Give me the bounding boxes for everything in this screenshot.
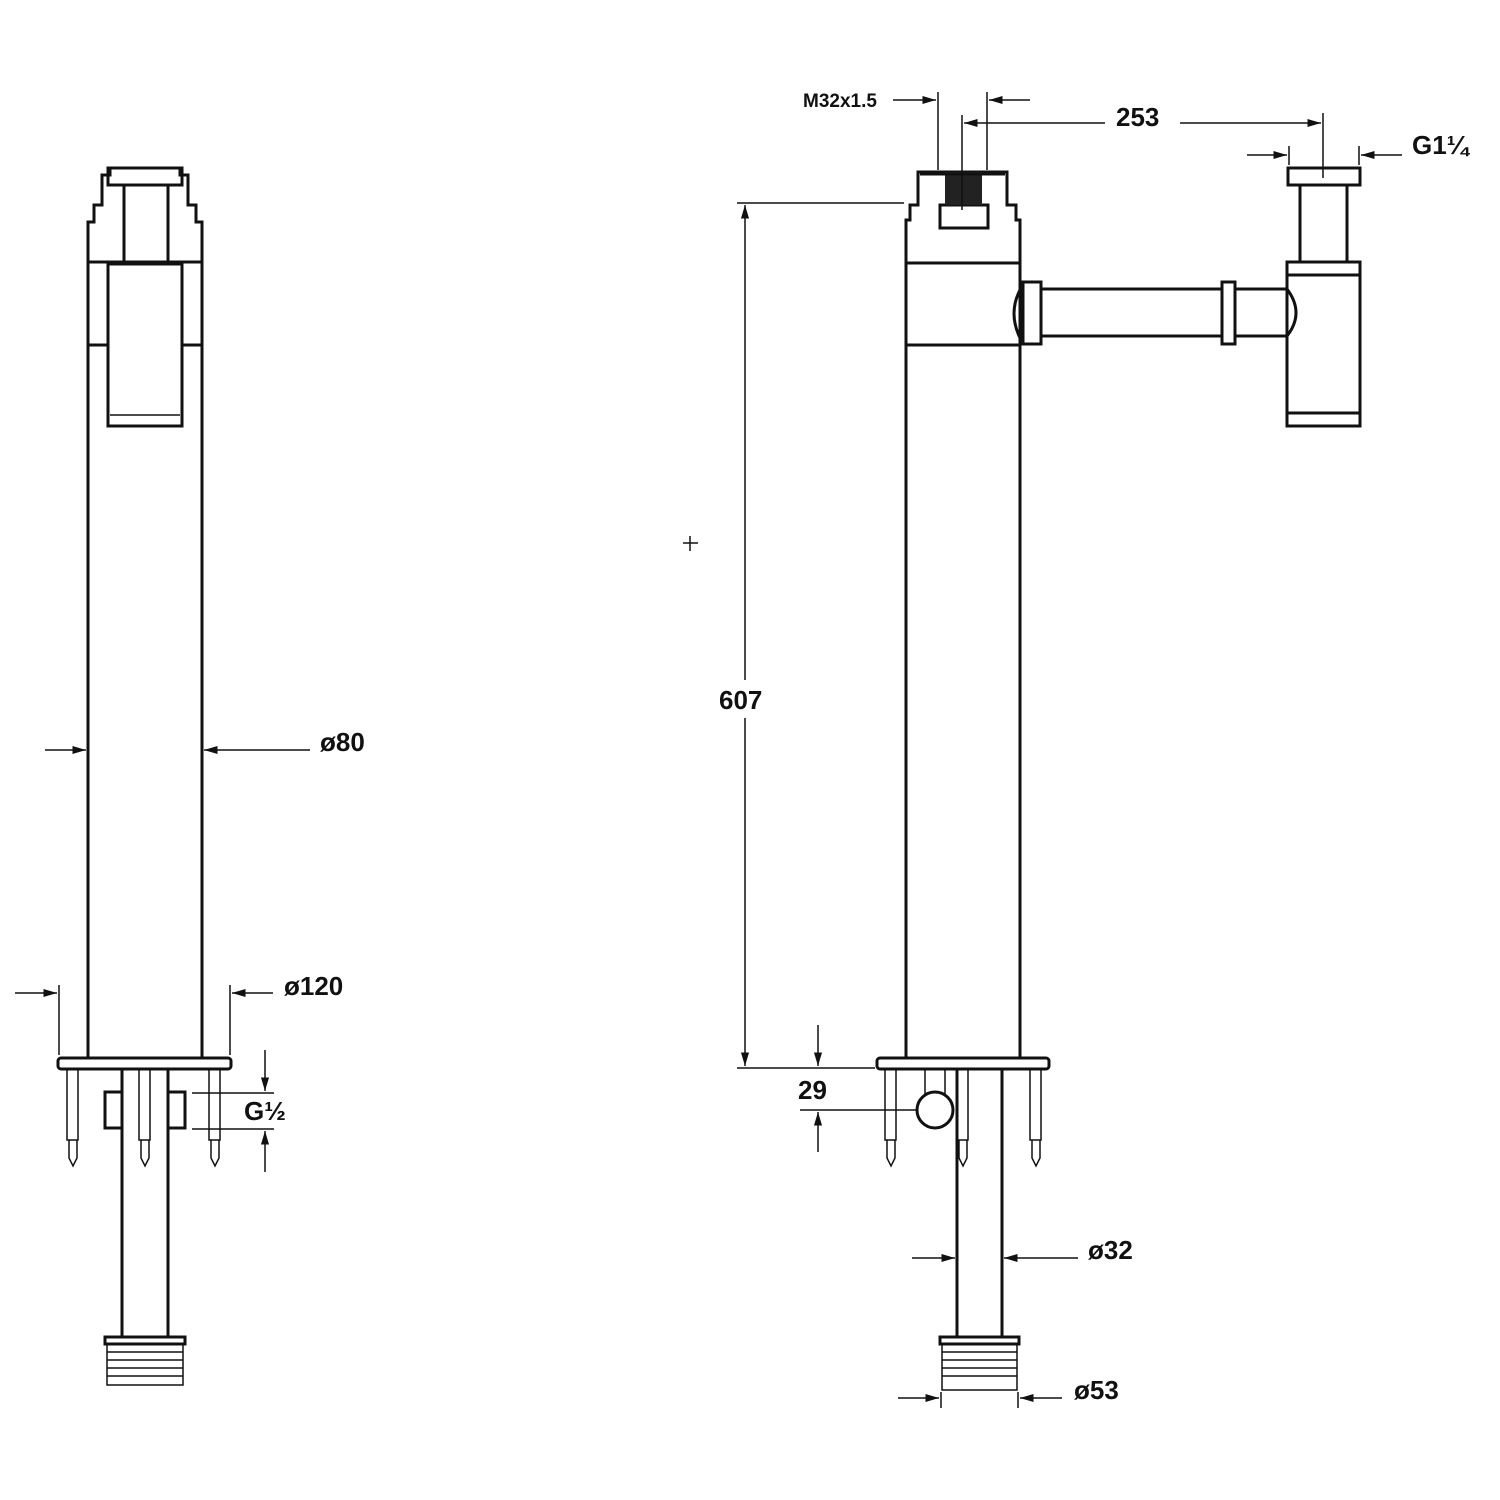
nut-left	[103, 1090, 124, 1130]
thread-collar	[103, 1335, 187, 1346]
thread-lines	[106, 1343, 184, 1386]
thread-outlet	[945, 172, 982, 205]
waste-pipe	[120, 1067, 170, 1339]
trap-body	[1285, 260, 1362, 428]
trap-cap	[1286, 166, 1362, 187]
body-column	[904, 343, 1022, 1060]
tail-pieces	[66, 1069, 221, 1168]
dim-body-diameter: ø80	[320, 727, 365, 757]
dim-inlet-thread: G½	[244, 1096, 286, 1126]
dim-base-diameter: ø120	[284, 971, 343, 1001]
base-plate	[875, 1056, 1051, 1071]
right-dimensions: M32x1.5 253 G1¼ 607 29 ø32 ø53	[719, 91, 1471, 1408]
dim-height: 607	[719, 685, 762, 715]
body-column	[86, 260, 204, 1060]
dim-thread-diameter: ø53	[1074, 1375, 1119, 1405]
center-mark	[683, 536, 698, 551]
nut-right	[166, 1090, 187, 1130]
dim-trap-connection: G1¼	[1412, 130, 1471, 160]
dim-spout-reach: 253	[1116, 102, 1159, 132]
waste-pipe	[955, 1067, 1004, 1339]
inlet-connector	[915, 1090, 955, 1130]
handle-lever	[106, 262, 184, 428]
left-dimensions: ø80 ø120 G½	[15, 727, 365, 1172]
top-cap	[86, 166, 204, 262]
thread-lines	[941, 1343, 1018, 1391]
front-view-right	[683, 166, 1362, 1391]
dim-inlet-offset: 29	[798, 1075, 827, 1105]
dim-thread-outlet: M32x1.5	[803, 91, 877, 112]
thread-collar	[938, 1335, 1021, 1346]
dim-pipe-diameter: ø32	[1088, 1235, 1133, 1265]
base-plate	[56, 1056, 233, 1071]
tail-pieces	[884, 1069, 1042, 1168]
trap-arm-joint	[1012, 289, 1022, 339]
side-view-left	[56, 166, 233, 1386]
